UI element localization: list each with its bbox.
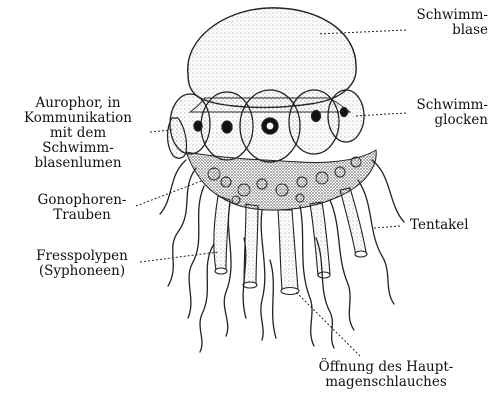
leader-tentakel [374, 226, 400, 228]
leader-gonophoren [136, 180, 204, 206]
label-tentakel: Tentakel [410, 218, 490, 233]
leader-oeffnung [296, 292, 360, 356]
label-oeffnung: Öffnung des Haupt- magenschlauches [286, 360, 486, 390]
label-aurophor: Aurophor, in Kommunikation mit dem Schwi… [2, 96, 154, 171]
leader-fresspolypen [140, 252, 218, 262]
label-schwimmblase: Schwimm- blase [388, 8, 488, 38]
label-fresspolypen: Fresspolypen (Syphoneen) [20, 249, 144, 279]
label-gonophoren: Gonophoren- Trauben [22, 193, 142, 223]
label-schwimmglocken: Schwimm- glocken [388, 98, 488, 128]
